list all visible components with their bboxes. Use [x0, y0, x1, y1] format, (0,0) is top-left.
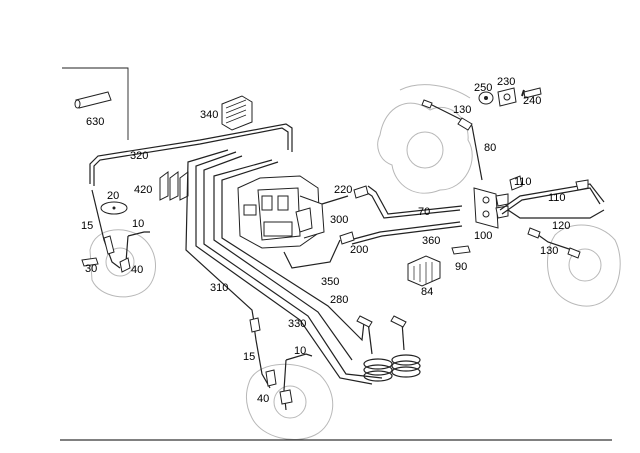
clip-90[interactable] [451, 245, 471, 255]
brake-line-300[interactable] [321, 195, 349, 205]
label-130-top[interactable]: 130 [453, 104, 471, 116]
hose-15-bottom[interactable] [249, 317, 277, 389]
abs-hydraulic-unit[interactable] [237, 175, 325, 249]
label-420[interactable]: 420 [134, 184, 152, 196]
bracket-clip-420[interactable] [159, 171, 189, 201]
label-20[interactable]: 20 [107, 190, 119, 202]
fitting-40-bottom[interactable] [279, 389, 293, 405]
connector-block-340[interactable] [221, 95, 253, 131]
label-100[interactable]: 100 [474, 230, 492, 242]
coil-line-280[interactable] [391, 321, 421, 378]
label-10-bottom[interactable]: 10 [294, 345, 306, 357]
brake-line-310[interactable] [185, 149, 255, 323]
label-350[interactable]: 350 [321, 276, 339, 288]
label-250[interactable]: 250 [474, 82, 492, 94]
fitting-200[interactable] [339, 231, 355, 245]
label-40-left[interactable]: 40 [131, 264, 143, 276]
label-10-left[interactable]: 10 [132, 218, 144, 230]
brake-line-220-70[interactable] [365, 185, 463, 219]
label-360[interactable]: 360 [422, 235, 440, 247]
inset-box-630 [62, 67, 129, 140]
clamp-230[interactable] [497, 87, 517, 107]
label-220[interactable]: 220 [334, 184, 352, 196]
label-15-left[interactable]: 15 [81, 220, 93, 232]
label-310[interactable]: 310 [210, 282, 228, 294]
label-320[interactable]: 320 [130, 150, 148, 162]
label-80[interactable]: 80 [484, 142, 496, 154]
coil-line-330[interactable] [363, 321, 393, 382]
label-84[interactable]: 84 [421, 286, 433, 298]
brake-line-120[interactable] [507, 209, 605, 259]
label-30[interactable]: 30 [85, 263, 97, 275]
label-130-bottom[interactable]: 130 [540, 245, 558, 257]
label-15-bottom[interactable]: 15 [243, 351, 255, 363]
label-240[interactable]: 240 [523, 95, 541, 107]
valve-block-84[interactable] [407, 255, 441, 287]
label-630[interactable]: 630 [86, 116, 104, 128]
label-70[interactable]: 70 [418, 206, 430, 218]
label-280[interactable]: 280 [330, 294, 348, 306]
label-200[interactable]: 200 [350, 244, 368, 256]
label-110-lower[interactable]: 110 [548, 192, 566, 204]
label-300[interactable]: 300 [330, 214, 348, 226]
brake-line-80[interactable] [421, 99, 483, 181]
label-40-bottom[interactable]: 40 [257, 393, 269, 405]
hose-15-left[interactable] [91, 189, 121, 269]
brake-line-110[interactable] [499, 175, 605, 215]
bracket-disc-20[interactable] [100, 201, 128, 215]
wheel-hub-right-top [377, 84, 473, 194]
brake-line-200-360[interactable] [349, 221, 463, 245]
sleeve-part-630[interactable] [74, 91, 112, 109]
label-330[interactable]: 330 [288, 318, 306, 330]
label-110-upper[interactable]: 110 [514, 176, 532, 188]
grommet-250[interactable] [478, 91, 494, 105]
brake-line-330[interactable] [195, 151, 383, 385]
brake-line-320[interactable] [89, 123, 293, 186]
brake-line-280[interactable] [213, 159, 365, 361]
clip-30-left[interactable] [81, 257, 99, 267]
label-230[interactable]: 230 [497, 76, 515, 88]
label-120[interactable]: 120 [552, 220, 570, 232]
fitting-40-left[interactable] [119, 257, 131, 273]
part-labels: 630 340 320 420 20 15 10 30 40 310 330 2… [81, 76, 570, 405]
wheel-hub-bottom [246, 363, 334, 440]
bolt-240[interactable] [521, 87, 542, 99]
wheel-hub-left [89, 229, 156, 298]
label-340[interactable]: 340 [200, 109, 218, 121]
fitting-220[interactable] [353, 185, 369, 199]
label-90[interactable]: 90 [455, 261, 467, 273]
fittings-coils[interactable] [356, 315, 407, 328]
wheel-hub-right-bottom [547, 224, 621, 307]
brake-line-350[interactable] [283, 239, 341, 269]
